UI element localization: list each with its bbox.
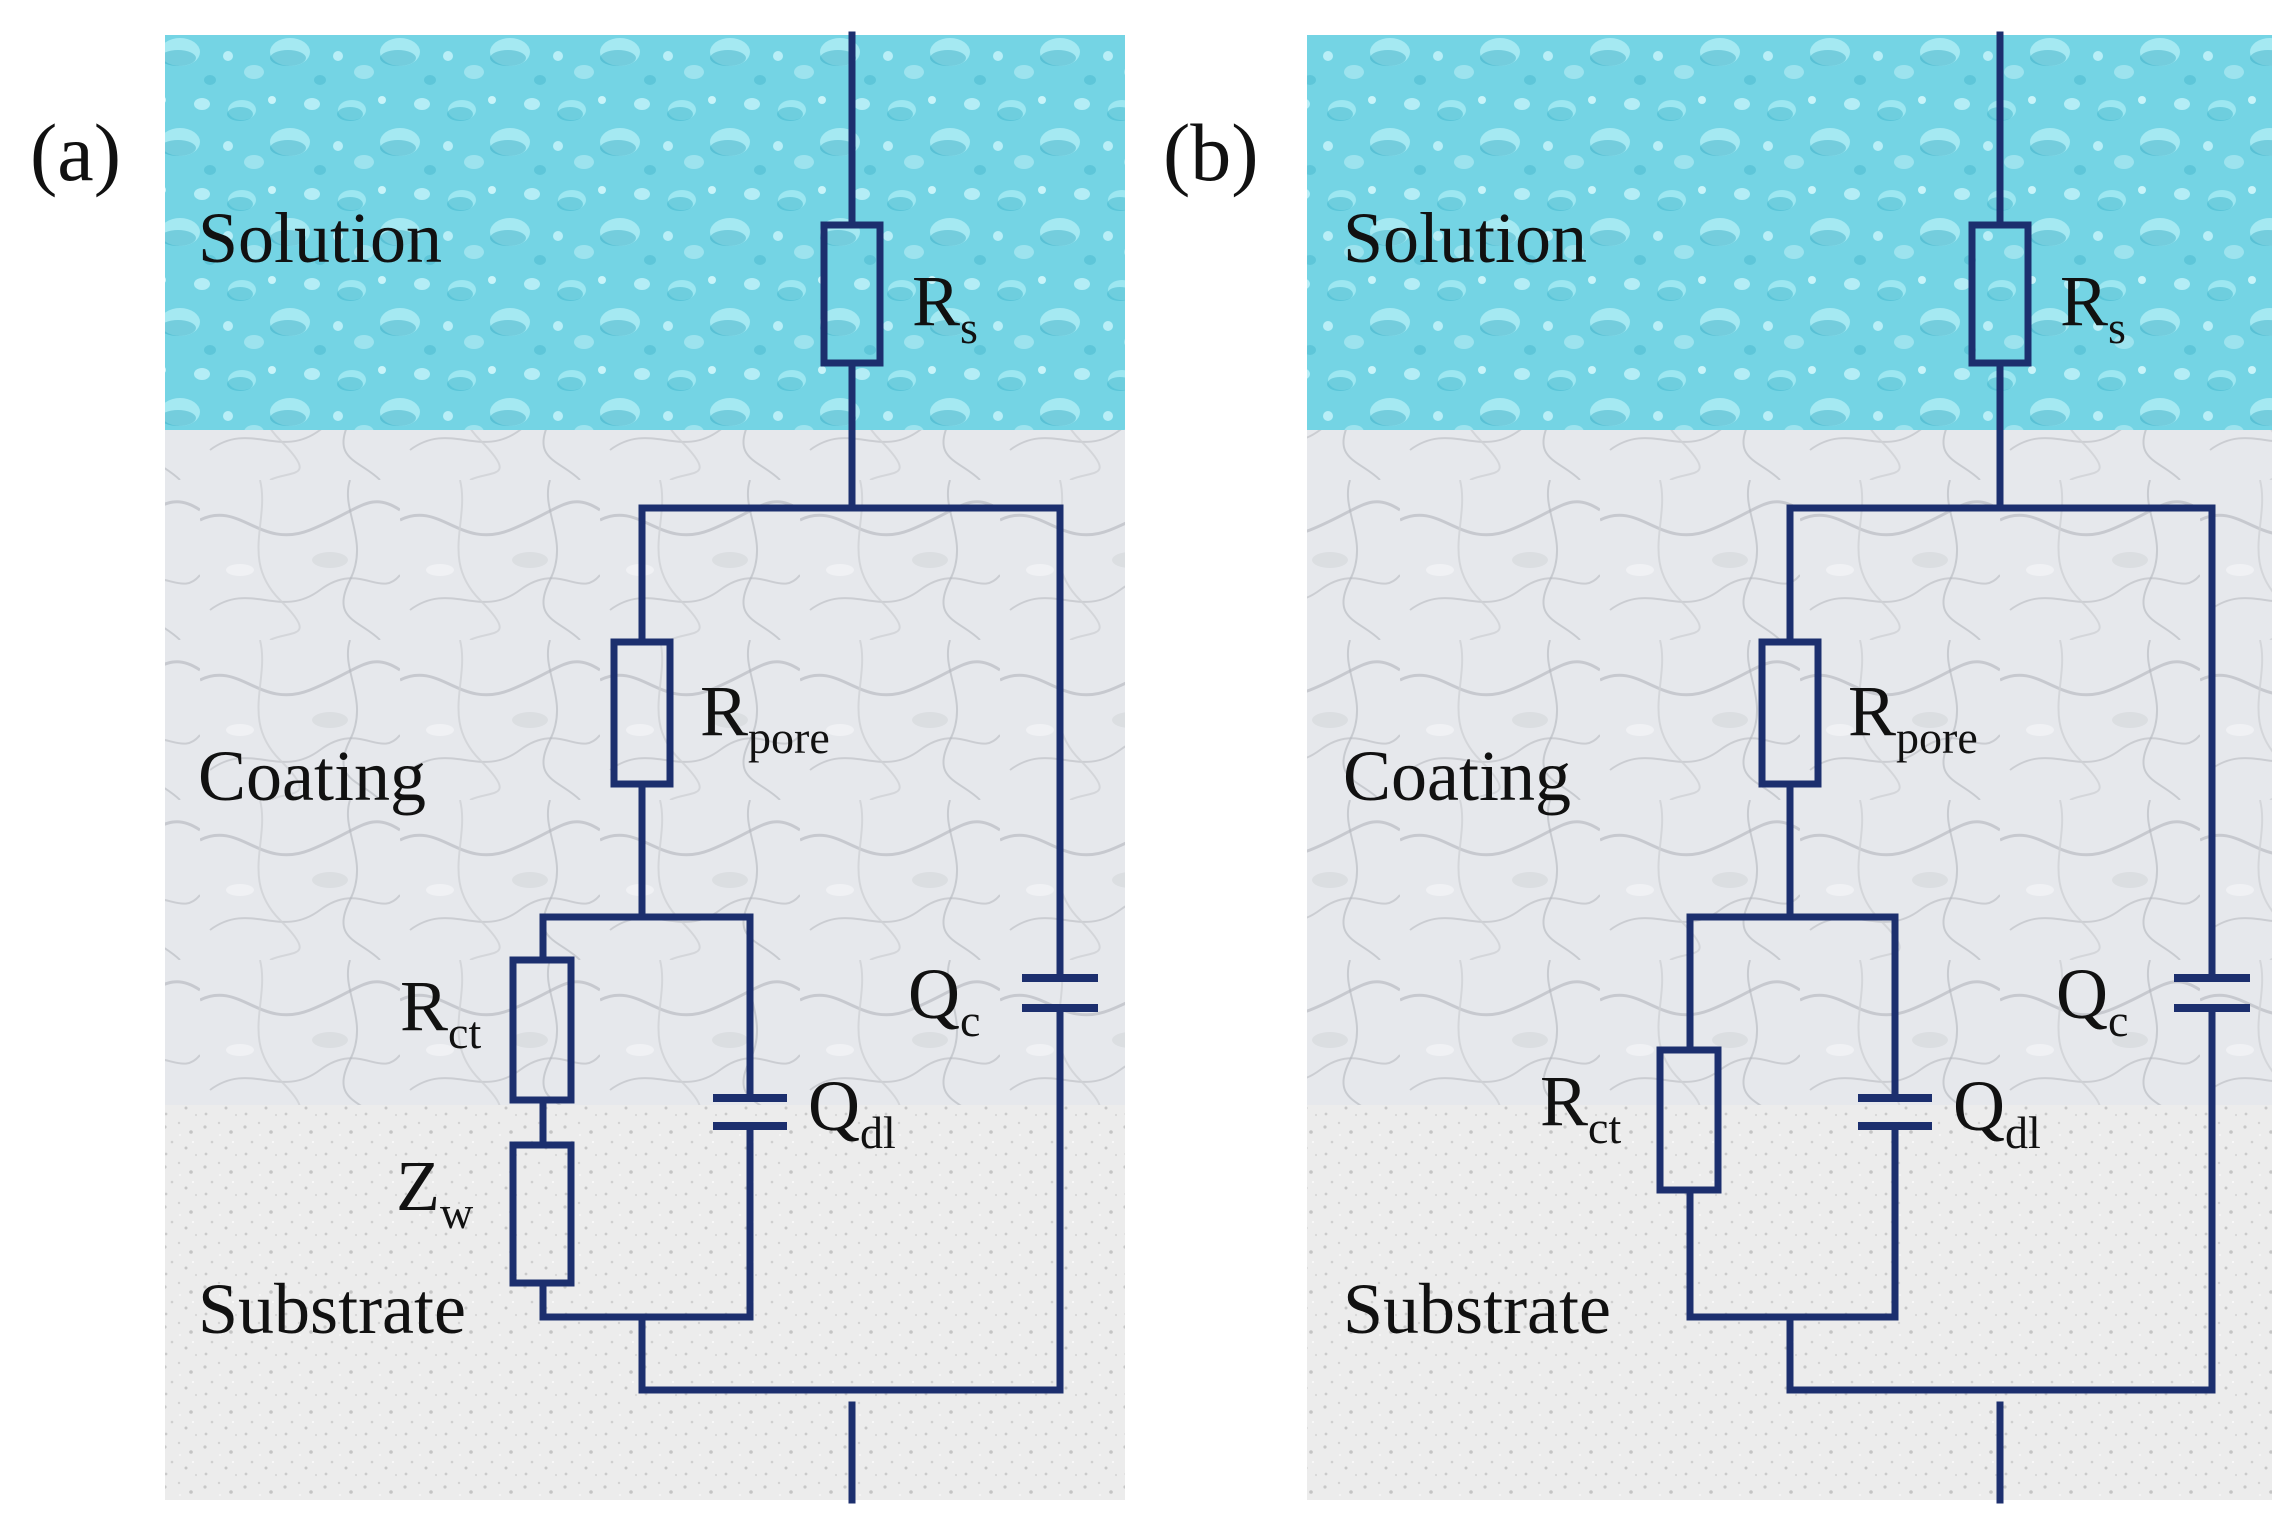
label-qdl: Qdl	[1953, 1066, 2041, 1158]
panel-label: (b)	[1163, 107, 1259, 198]
solution-layer	[1307, 35, 2272, 430]
substrate-label: Substrate	[1343, 1269, 1611, 1349]
label-rpore: Rpore	[1848, 671, 1978, 763]
circuit-a	[509, 31, 1098, 1504]
label-qc: Qc	[2056, 954, 2128, 1046]
coating-label: Coating	[1343, 736, 1571, 816]
panel-label: (a)	[30, 107, 121, 198]
panel-a: (a) Solution Coating Substrate	[30, 31, 1125, 1504]
panel-b: (b) Solution Coating Substrate	[1163, 31, 2272, 1504]
circuit-b	[1656, 31, 2250, 1504]
label-rct: Rct	[400, 966, 481, 1058]
label-qc: Qc	[908, 954, 980, 1046]
label-rct: Rct	[1540, 1061, 1621, 1153]
substrate-layer	[165, 1105, 1125, 1500]
label-rs: Rs	[912, 261, 978, 353]
solution-layer	[165, 35, 1125, 430]
substrate-label: Substrate	[198, 1269, 466, 1349]
solution-label: Solution	[1343, 198, 1587, 278]
label-qdl: Qdl	[808, 1066, 896, 1158]
coating-label: Coating	[198, 736, 426, 816]
label-rpore: Rpore	[700, 671, 830, 763]
solution-label: Solution	[198, 198, 442, 278]
label-zw: Zw	[396, 1146, 474, 1238]
label-rs: Rs	[2060, 261, 2126, 353]
substrate-layer	[1307, 1105, 2272, 1500]
